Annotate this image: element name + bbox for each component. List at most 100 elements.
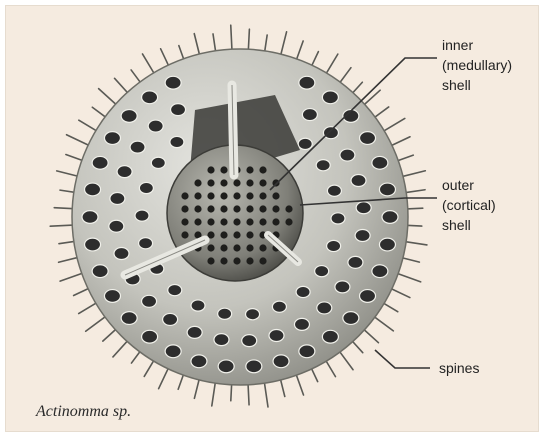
inner-pore [220, 179, 227, 186]
inner-pore [272, 192, 279, 199]
pore [109, 220, 124, 232]
pore [242, 335, 257, 347]
inner-pore [246, 205, 253, 212]
inner-pore [259, 192, 266, 199]
inner-pore [233, 205, 240, 212]
inner-pore [220, 257, 227, 264]
inner-pore [181, 192, 188, 199]
inner-pore [285, 218, 292, 225]
inner-pore [272, 205, 279, 212]
inner-pore [207, 257, 214, 264]
inner-pore [207, 166, 214, 173]
inner-pore [259, 179, 266, 186]
pore [315, 266, 329, 277]
pore [148, 120, 163, 132]
inner-pore [194, 192, 201, 199]
inner-pore [259, 257, 266, 264]
inner-pore [233, 244, 240, 251]
inner-pore [246, 166, 253, 173]
pore [163, 313, 178, 325]
inner-pore [259, 205, 266, 212]
outer-shell-label: outer(cortical)shell [442, 175, 496, 235]
inner-pore [207, 244, 214, 251]
outer-shell-label-line-1: outer [442, 175, 496, 195]
pore [142, 330, 158, 343]
pore [135, 210, 149, 221]
pore [340, 149, 355, 161]
pore [299, 76, 315, 89]
outer-shell-label-line-2: (cortical) [442, 195, 496, 215]
pore [187, 326, 202, 338]
pore [82, 211, 98, 224]
inner-pore [246, 231, 253, 238]
inner-pore [207, 179, 214, 186]
pore [294, 318, 309, 330]
inner-pore [259, 166, 266, 173]
inner-pore [220, 231, 227, 238]
inner-shell-label-line-1: inner [442, 35, 512, 55]
pore [273, 355, 289, 368]
outer-shell-label-line-3: shell [442, 215, 496, 235]
pore [165, 345, 181, 358]
pore [302, 109, 317, 121]
pore [168, 285, 182, 296]
inner-pore [181, 218, 188, 225]
inner-pore [233, 192, 240, 199]
species-caption: Actinomma sp. [36, 403, 131, 421]
inner-pore [220, 244, 227, 251]
inner-pore [207, 218, 214, 225]
pore [372, 156, 388, 169]
pore [142, 295, 157, 307]
pore [151, 157, 165, 168]
pore [317, 302, 332, 314]
pore [299, 345, 315, 358]
inner-pore [233, 218, 240, 225]
inner-pore [233, 257, 240, 264]
pore [327, 240, 341, 251]
pore [246, 309, 260, 320]
inner-pore [194, 218, 201, 225]
pore [296, 286, 310, 297]
pore [331, 213, 345, 224]
inner-shell-label-line-2: (medullary) [442, 55, 512, 75]
inner-pore [194, 205, 201, 212]
inner-pore [181, 205, 188, 212]
pore [355, 230, 370, 242]
inner-pore [181, 231, 188, 238]
spines-label: spines [439, 358, 479, 378]
pore [327, 185, 341, 196]
pore [348, 256, 363, 268]
inner-pore [272, 218, 279, 225]
inner-pore [246, 257, 253, 264]
pore [214, 334, 229, 346]
pore [170, 136, 184, 147]
pore [335, 281, 350, 293]
pore [218, 360, 234, 373]
pore [104, 132, 120, 145]
pore [104, 290, 120, 303]
pore [343, 312, 359, 325]
pore [110, 192, 125, 204]
inner-pore [233, 179, 240, 186]
pore [171, 104, 186, 116]
pore [121, 110, 137, 123]
inner-pore [246, 179, 253, 186]
inner-pore [246, 244, 253, 251]
pore [382, 211, 398, 224]
pore [117, 166, 132, 178]
pore [269, 330, 284, 342]
inner-shell-label-line-3: shell [442, 75, 512, 95]
inner-pore [233, 231, 240, 238]
pore [92, 156, 108, 169]
pore [218, 308, 232, 319]
inner-pore [246, 192, 253, 199]
pore [121, 312, 137, 325]
pore [379, 238, 395, 251]
inner-pore [259, 218, 266, 225]
pore [272, 301, 286, 312]
inner-pore [285, 205, 292, 212]
pore [360, 132, 376, 145]
pore [191, 355, 207, 368]
pore [298, 138, 312, 149]
pore [322, 91, 338, 104]
